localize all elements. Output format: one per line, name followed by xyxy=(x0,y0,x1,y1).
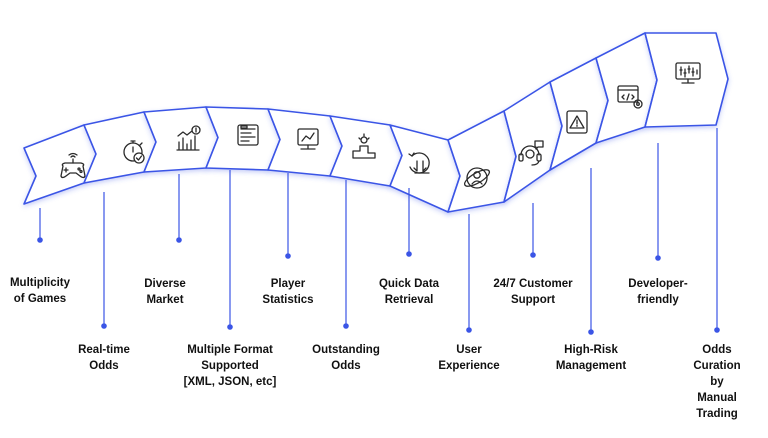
leader-dot xyxy=(37,237,43,243)
data-retrieval-icon xyxy=(408,152,430,174)
chevron-segment xyxy=(549,57,609,171)
format-document-icon xyxy=(237,124,259,146)
leader-dot xyxy=(227,324,233,330)
feature-label: Multiple Format Supported [XML, JSON, et… xyxy=(183,344,277,388)
feature-label: Quick Data Retrieval xyxy=(378,278,440,306)
stopwatch-check-icon xyxy=(123,140,145,164)
gamepad-icon xyxy=(60,152,86,179)
market-chart-icon xyxy=(176,125,201,151)
feature-label: Diverse Market xyxy=(144,278,186,306)
feature-label: User Experience xyxy=(438,344,500,372)
leader-dot xyxy=(406,251,412,257)
chevron-segment xyxy=(644,32,729,128)
chevron-segment xyxy=(503,81,563,203)
leader-dot xyxy=(285,253,291,259)
feature-label: High-Risk Management xyxy=(555,344,627,372)
leader-dot xyxy=(588,329,594,335)
feature-label: Player Statistics xyxy=(262,278,314,306)
feature-label: Real-time Odds xyxy=(78,344,130,372)
leader-dot xyxy=(714,327,720,333)
leader-dot xyxy=(530,252,536,258)
statistics-monitor-icon xyxy=(297,128,319,150)
feature-label: Odds Curation by Manual Trading xyxy=(693,344,741,420)
trading-monitor-icon xyxy=(675,62,701,84)
chevron-segment xyxy=(143,106,219,173)
chevron-band xyxy=(23,32,729,213)
leader-dot xyxy=(466,327,472,333)
chevron-segment xyxy=(205,106,281,171)
feature-label: Multiplicity of Games xyxy=(9,277,71,305)
headset-support-icon xyxy=(518,140,544,166)
podium-icon xyxy=(352,133,376,159)
leader-dot xyxy=(101,323,107,329)
warning-shield-icon xyxy=(566,110,588,134)
feature-label: Outstanding Odds xyxy=(312,344,380,372)
developer-browser-icon xyxy=(617,85,643,109)
leader-dot xyxy=(176,237,182,243)
chevron-segment xyxy=(23,124,97,205)
feature-label: Developer- friendly xyxy=(628,278,688,306)
user-experience-icon xyxy=(463,167,491,189)
feature-label: 24/7 Customer Support xyxy=(493,278,573,306)
leader-dot xyxy=(343,323,349,329)
leader-dot xyxy=(655,255,661,261)
